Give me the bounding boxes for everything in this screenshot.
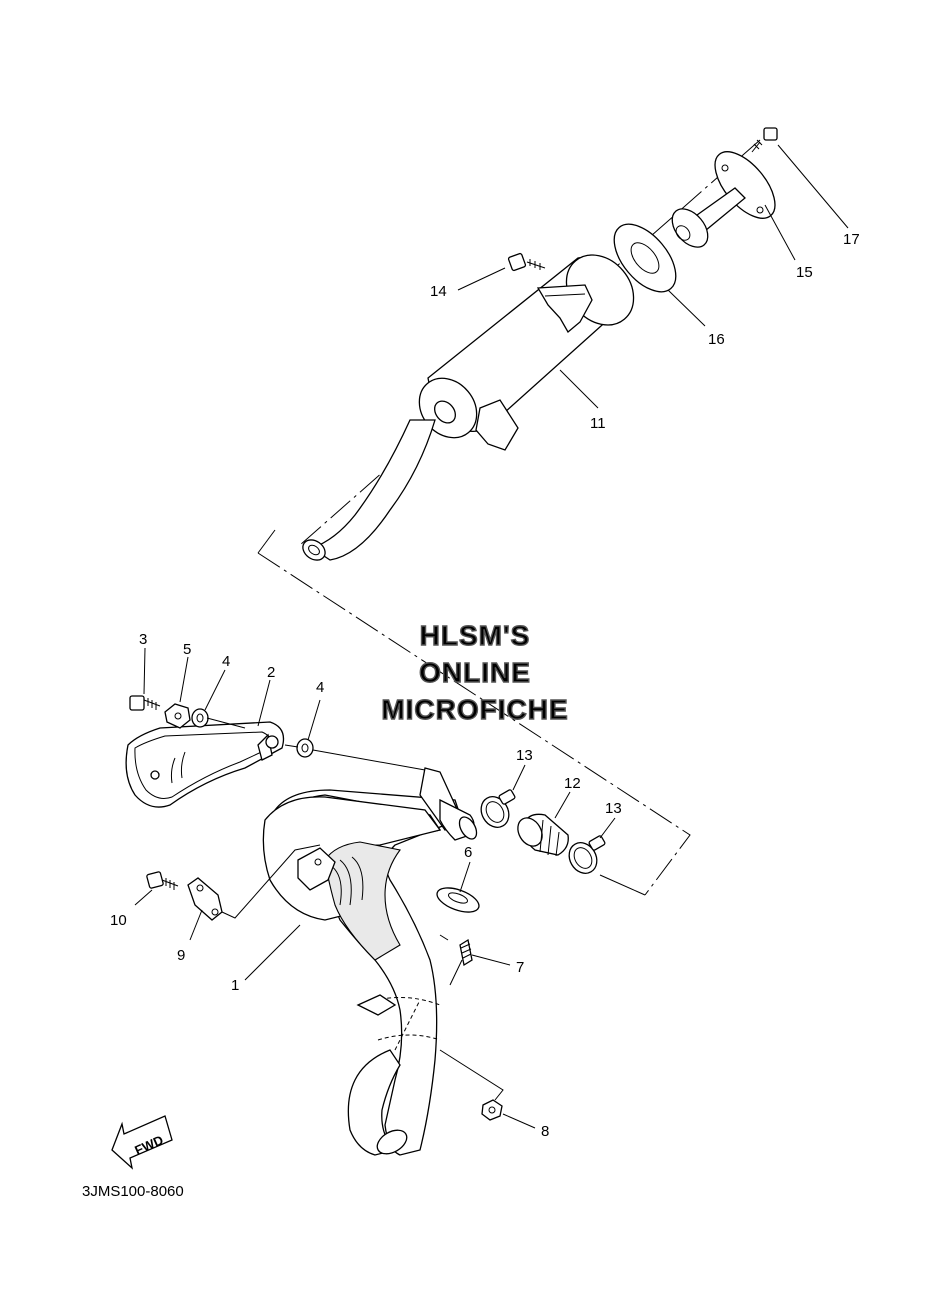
leader-10 (134, 889, 153, 906)
assembly-centerline-lower (257, 552, 691, 896)
tailpipe-gasket[interactable] (602, 213, 687, 303)
chamber-nut[interactable] (481, 1099, 503, 1121)
watermark: HLSM'S ONLINE MICROFICHE (381, 619, 569, 725)
leader-14 (457, 267, 506, 291)
leader-1 (244, 924, 301, 981)
muffler-inlet-pipe[interactable] (299, 419, 436, 564)
leader-15 (764, 204, 796, 261)
leader-7 (471, 954, 511, 966)
leader-4a (204, 669, 226, 711)
leader-13a (512, 764, 526, 791)
callout-14: 14 (430, 283, 447, 300)
leader-4b (307, 699, 321, 741)
callout-13b: 13 (605, 800, 622, 817)
mount-bolt[interactable] (146, 871, 179, 890)
callout-3: 3 (139, 631, 147, 648)
callout-11: 11 (590, 415, 606, 432)
arrester-screw[interactable] (751, 127, 778, 153)
bracket-damper[interactable] (164, 703, 191, 729)
callout-5: 5 (183, 641, 191, 658)
leader-5 (179, 656, 189, 703)
callout-10: 10 (110, 912, 127, 929)
leader-16 (667, 289, 706, 327)
grommet[interactable] (434, 883, 482, 917)
stud-spring[interactable] (459, 938, 473, 967)
bracket-bolt[interactable] (129, 695, 161, 711)
leader-11 (559, 369, 599, 409)
callout-12: 12 (564, 775, 581, 792)
callout-9: 9 (177, 947, 185, 964)
callout-1: 1 (231, 977, 239, 994)
mount-plate[interactable] (187, 877, 223, 921)
callout-6: 6 (464, 844, 472, 861)
forward-arrow-icon: FWD (111, 1115, 173, 1170)
muffler-assembly (299, 127, 849, 564)
callout-labels: 1 2 3 4 4 5 6 7 8 9 10 11 12 13 13 14 15… (110, 231, 860, 1140)
callout-17: 17 (843, 231, 860, 248)
diagram-code: 3JMS100-8060 (82, 1183, 184, 1200)
callout-4b: 4 (316, 679, 324, 696)
spark-arrester[interactable] (665, 142, 786, 254)
callout-15: 15 (796, 264, 813, 281)
chamber-outlet-stub[interactable] (419, 767, 480, 842)
chamber-clip[interactable] (297, 847, 336, 891)
callout-7: 7 (516, 959, 524, 976)
expansion-chamber[interactable] (262, 789, 461, 1159)
expansion-chamber-assembly (125, 529, 691, 1159)
leader-3 (143, 647, 146, 695)
hose-clamp-b[interactable] (564, 835, 606, 878)
callout-13a: 13 (516, 747, 533, 764)
callout-8: 8 (541, 1123, 549, 1140)
callout-4a: 4 (222, 653, 230, 670)
watermark-line-1: HLSM'S (420, 620, 531, 651)
muffler-body[interactable] (408, 242, 648, 451)
collar-b[interactable] (296, 738, 314, 758)
collar-a[interactable] (191, 708, 209, 728)
leader-9 (189, 909, 203, 941)
leader-13b (599, 817, 616, 839)
leader-6 (459, 861, 471, 893)
callout-16: 16 (708, 331, 725, 348)
callout-2: 2 (267, 664, 275, 681)
leader-12 (554, 791, 571, 819)
leader-2 (257, 679, 271, 727)
watermark-line-2: ONLINE (419, 657, 531, 688)
leader-8 (502, 1113, 536, 1129)
hose-clamp-a[interactable] (476, 789, 516, 832)
joint-sleeve[interactable] (513, 813, 569, 857)
muffler-bolt[interactable] (507, 252, 546, 272)
watermark-line-3: MICROFICHE (381, 694, 568, 725)
chamber-bracket[interactable] (125, 721, 285, 808)
leader-17 (777, 144, 849, 229)
